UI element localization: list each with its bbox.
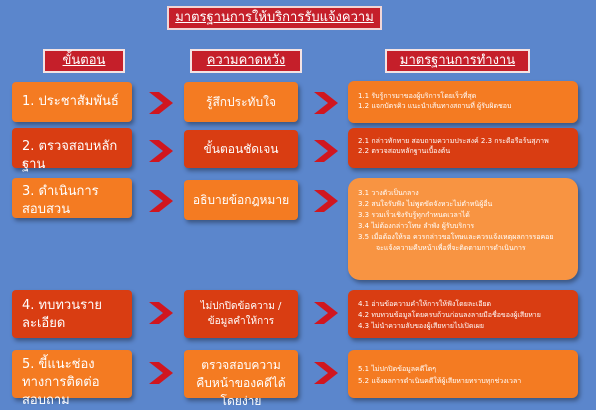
expectation-box-5: ตรวจสอบความคืบหน้าของคดีได้โดยง่าย [184, 350, 298, 408]
right-arrow-icon [149, 362, 173, 384]
standard-box-3: 3.1 วางตัวเป็นกลาง 3.2 สนใจรับฟัง ไม่พูด… [348, 178, 578, 280]
standard-item: 3.2 สนใจรับฟัง ไม่พูดขัดจังหวะไม่ตำหนิผู… [358, 200, 493, 208]
standard-item: 2.2 ตรวจสอบหลักฐานเบื้องต้น [358, 147, 451, 155]
step-box-5: 5. ขี้แนะช่องทางการติดต่อสอบถาม [12, 350, 132, 408]
step-label: 2. ตรวจสอบหลักฐาน [22, 139, 118, 172]
standard-item: 4.3 ไม่นำความลับของผู้เสียหายไปเปิดเผย [358, 322, 484, 330]
right-arrow-icon [314, 140, 338, 162]
standard-item: จะแจ้งความคืบหน้าเพื่อที่จะติดตามการดำเน… [376, 244, 526, 252]
right-arrow-icon [149, 302, 173, 324]
expectation-box-4: ไม่ปกปิดข้อความ / ข้อมูลคำให้การ [184, 290, 298, 338]
expectation-box-2: ขั้นตอนชัดเจน [184, 130, 298, 168]
header-step: ขั้นตอน [43, 49, 125, 73]
step-box-3: 3. ดำเนินการสอบสวน [12, 178, 132, 218]
step-label: 3. ดำเนินการสอบสวน [22, 184, 99, 217]
right-arrow-icon [314, 362, 338, 384]
standard-item: 1.2 แจกบัตรคิว แนะนำเส้นทางสถานที่ ผู้รั… [358, 102, 512, 110]
standard-item: 5.1 ไม่ปกปิดข้อมูลคดีใดๆ [358, 365, 437, 373]
right-arrow-icon [149, 92, 173, 114]
standard-box-1: 1.1 รับรู้การมาของผู้บริการโดยเร็วที่สุด… [348, 81, 578, 123]
right-arrow-icon [314, 92, 338, 114]
standard-item: 3.4 ไม่ต้องกล่าวโทษ ลำพัง ผู้รับบริการ [358, 222, 475, 230]
right-arrow-icon [149, 140, 173, 162]
header-standard: มาตรฐานการทำงาน [385, 49, 530, 73]
step-label: 4. ทบทวนรายละเอียด [22, 298, 103, 331]
right-arrow-icon [314, 190, 338, 212]
standard-item: 5.2 แจ้งผลการดำเนินคดีให้ผู้เสียหายทราบท… [358, 377, 522, 385]
header-expectation: ความคาดหวัง [190, 49, 302, 73]
standard-box-5: 5.1 ไม่ปกปิดข้อมูลคดีใดๆ 5.2 แจ้งผลการดำ… [348, 350, 578, 398]
standard-item: 3.1 วางตัวเป็นกลาง [358, 189, 419, 197]
standard-item: 4.2 ทบทวนข้อมูลโดยครบถ้วนก่อนลงลายมือชื่… [358, 311, 541, 319]
step-label: 5. ขี้แนะช่องทางการติดต่อสอบถาม [22, 357, 100, 408]
standard-box-4: 4.1 อ่านข้อความคำให้การให้ฟังโดยละเอียด … [348, 290, 578, 338]
standard-item: 1.1 รับรู้การมาของผู้บริการโดยเร็วที่สุด [358, 92, 477, 100]
standard-box-2: 2.1 กล่าวทักทาย สอบถามความประสงค์ 2.3 กร… [348, 128, 578, 168]
expectation-label: ตรวจสอบความคืบหน้าของคดีได้โดยง่าย [196, 358, 286, 408]
expectation-label: อธิบายข้อกฎหมาย [192, 193, 290, 207]
standard-item: 2.1 กล่าวทักทาย สอบถามความประสงค์ 2.3 กร… [358, 137, 549, 145]
standard-item: 3.5 เมื่อต้องให้รอ ควรกล่าวขอโทษและควรแจ… [358, 233, 554, 241]
expectation-label: ไม่ปกปิดข้อความ / ข้อมูลคำให้การ [200, 301, 282, 327]
step-label: 1. ประชาสัมพันธ์ [22, 94, 119, 109]
right-arrow-icon [149, 190, 173, 212]
step-box-4: 4. ทบทวนรายละเอียด [12, 290, 132, 338]
expectation-box-1: รู้สึกประทับใจ [184, 82, 298, 122]
right-arrow-icon [314, 302, 338, 324]
standard-item: 3.3 รวมเร็วเชิงรับรู้ทุกกำหนดเวลาได้ [358, 211, 470, 219]
standard-item: 4.1 อ่านข้อความคำให้การให้ฟังโดยละเอียด [358, 300, 492, 308]
step-box-1: 1. ประชาสัมพันธ์ [12, 82, 132, 122]
expectation-label: รู้สึกประทับใจ [206, 95, 276, 109]
step-box-2: 2. ตรวจสอบหลักฐาน [12, 128, 132, 172]
page-title: มาตรฐานการให้บริการรับแจ้งความ [167, 6, 382, 30]
expectation-box-3: อธิบายข้อกฎหมาย [184, 180, 298, 220]
expectation-label: ขั้นตอนชัดเจน [203, 142, 279, 156]
